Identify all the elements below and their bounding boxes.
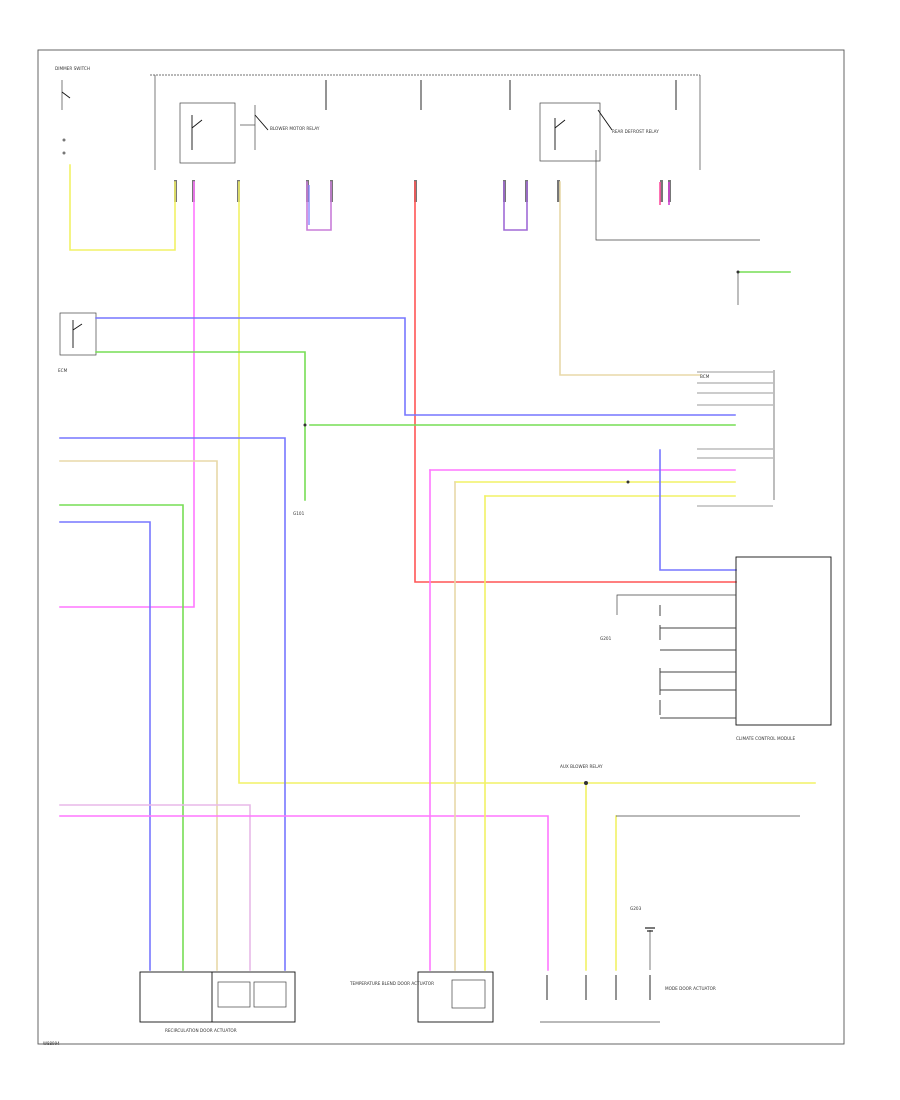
blend-actuator-label: TEMPERATURE BLEND DOOR ACTUATOR — [349, 981, 434, 986]
wire-green-sensor — [95, 351, 306, 501]
top-left-switch-label: DIMMER SWITCH — [55, 66, 90, 71]
wire-lightpink-bottom — [59, 804, 251, 971]
page-border — [37, 49, 845, 1045]
wire-yellow-loop — [69, 164, 176, 251]
mode-actuator: MODE DOOR ACTUATOR — [540, 975, 716, 1023]
fuse-row — [325, 80, 677, 110]
relay-1: BLOWER MOTOR RELAY — [179, 102, 320, 164]
relay-2-label: REAR DEFROST RELAY — [612, 129, 659, 134]
left-sensor-block: ECM — [58, 312, 97, 373]
bcm-label: BCM — [700, 374, 710, 379]
wire-blue-left-2 — [59, 521, 151, 971]
top-left-switch: DIMMER SWITCH — [55, 66, 90, 155]
climate-ground-route — [616, 594, 736, 615]
splice-label: AUX BLOWER RELAY — [560, 764, 603, 769]
relay-2: REAR DEFROST RELAY — [539, 102, 659, 162]
wire-blue-climate — [659, 449, 737, 571]
wire-ground-right — [595, 150, 760, 241]
wire-red — [414, 181, 737, 583]
top-connectors — [174, 180, 671, 202]
mode-actuator-label: MODE DOOR ACTUATOR — [665, 986, 716, 991]
page-id: W88994 — [43, 1041, 60, 1046]
blend-actuator: TEMPERATURE BLEND DOOR ACTUATOR — [349, 971, 494, 1023]
ground-g201-label: G201 — [600, 636, 612, 641]
wire-purple-loop — [306, 181, 332, 231]
wire-green-left — [59, 504, 184, 971]
climate-control-module: CLIMATE CONTROL MODULE — [735, 556, 832, 741]
wire-pink-left — [59, 181, 195, 608]
recirc-actuator: RECIRCULATION DOOR ACTUATOR — [139, 971, 296, 1033]
wire-tan-left — [59, 460, 218, 971]
right-pin-column — [697, 371, 773, 507]
ground-g203-label: G203 — [630, 906, 642, 911]
right-connector-labels: BCM — [700, 370, 775, 500]
top-power-rail — [150, 74, 701, 170]
climate-control-label: CLIMATE CONTROL MODULE — [736, 736, 795, 741]
climate-pins — [659, 605, 736, 719]
wire-yellow-long — [238, 181, 816, 784]
wire-pink-bottom — [59, 815, 549, 971]
recirc-actuator-label: RECIRCULATION DOOR ACTUATOR — [165, 1028, 237, 1033]
wire-blue-left-long — [59, 437, 286, 971]
wire-blue-top — [95, 317, 736, 416]
relay-1-label: BLOWER MOTOR RELAY — [270, 126, 320, 131]
ground-g203: G203 — [630, 906, 655, 932]
wire-purple-right — [503, 181, 528, 231]
left-sensor-label: ECM — [58, 368, 68, 373]
ground-g101-label: G101 — [293, 511, 305, 516]
wire-tan — [559, 181, 701, 376]
splice-points — [303, 270, 740, 785]
